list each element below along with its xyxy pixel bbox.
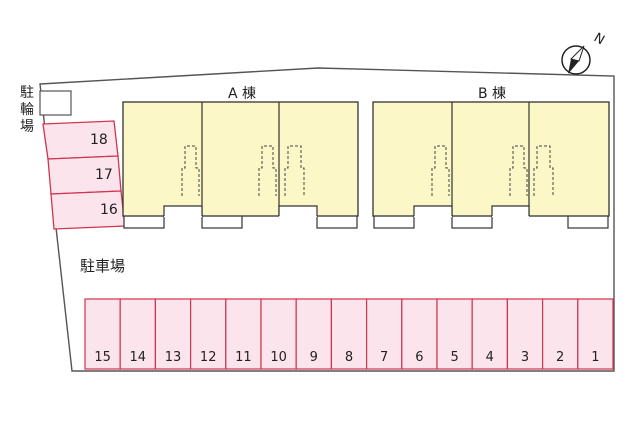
building-b: B 棟	[372, 86, 610, 229]
side-parking: 18 17 16	[42, 120, 126, 230]
north-arrow-icon: N	[561, 30, 607, 75]
entrance-cutout	[414, 206, 452, 217]
stair-dashed	[258, 145, 277, 196]
space-label: 3	[521, 350, 529, 365]
space-label: 10	[270, 350, 287, 365]
parking-space-3	[506, 298, 544, 370]
parking-space-10	[260, 298, 297, 370]
stair-outline	[413, 205, 530, 216]
parking-space-2	[541, 298, 579, 370]
parking-space-13	[154, 298, 192, 370]
stair-dashed	[431, 145, 450, 196]
stair-dashed	[181, 145, 200, 196]
parking-space-1	[577, 298, 614, 370]
space-label: 12	[200, 350, 217, 365]
parking-space-6	[401, 298, 438, 370]
space-label: 17	[95, 167, 113, 183]
building-a-label: A 棟	[228, 86, 256, 102]
building-b-label: B 棟	[478, 86, 506, 102]
space-label: 9	[310, 350, 318, 365]
parking-space-15	[84, 298, 121, 370]
space-label: 5	[450, 350, 458, 365]
bicycle-parking-char-3: 場	[20, 119, 34, 135]
parking-space-14	[119, 298, 156, 370]
building-b-body	[372, 101, 610, 217]
space-label: 14	[130, 350, 147, 365]
bicycle-parking-box	[39, 90, 72, 116]
space-label: 4	[486, 350, 494, 365]
stair-dashed	[509, 145, 528, 196]
entrance-cutout	[164, 206, 202, 217]
parking-space-11	[225, 298, 262, 370]
space-label: 7	[380, 350, 388, 365]
building-a-body	[122, 101, 359, 217]
space-label: 18	[90, 132, 108, 148]
stair-dashed	[533, 145, 554, 196]
north-label: N	[591, 30, 607, 48]
space-label: 6	[415, 350, 423, 365]
stair-outline	[163, 205, 318, 216]
parking-space-5	[436, 298, 473, 370]
space-label: 1	[591, 350, 599, 365]
stair-dashed	[284, 145, 305, 196]
bicycle-parking-char-1: 駐	[20, 85, 34, 101]
entrance-cutout	[492, 206, 529, 217]
space-label: 8	[345, 350, 353, 365]
parking-space-7	[366, 298, 403, 370]
bicycle-parking: 駐 輪 場	[20, 85, 72, 135]
space-label: 11	[235, 350, 252, 365]
parking-space-9	[295, 298, 333, 370]
space-label: 2	[556, 350, 564, 365]
bicycle-parking-char-2: 輪	[20, 101, 34, 118]
entrance-cutout	[279, 206, 317, 217]
space-label: 16	[100, 202, 118, 218]
parking-space-4	[471, 298, 509, 370]
bottom-parking-row: 15 14 13 12 11 10 9 8 7 6 5 4 3 2 1	[84, 298, 614, 370]
car-parking-label: 駐車場	[80, 257, 125, 275]
space-label: 15	[94, 350, 111, 365]
parking-space-12	[190, 298, 227, 370]
space-label: 13	[165, 350, 182, 365]
building-a: A 棟	[122, 86, 359, 229]
